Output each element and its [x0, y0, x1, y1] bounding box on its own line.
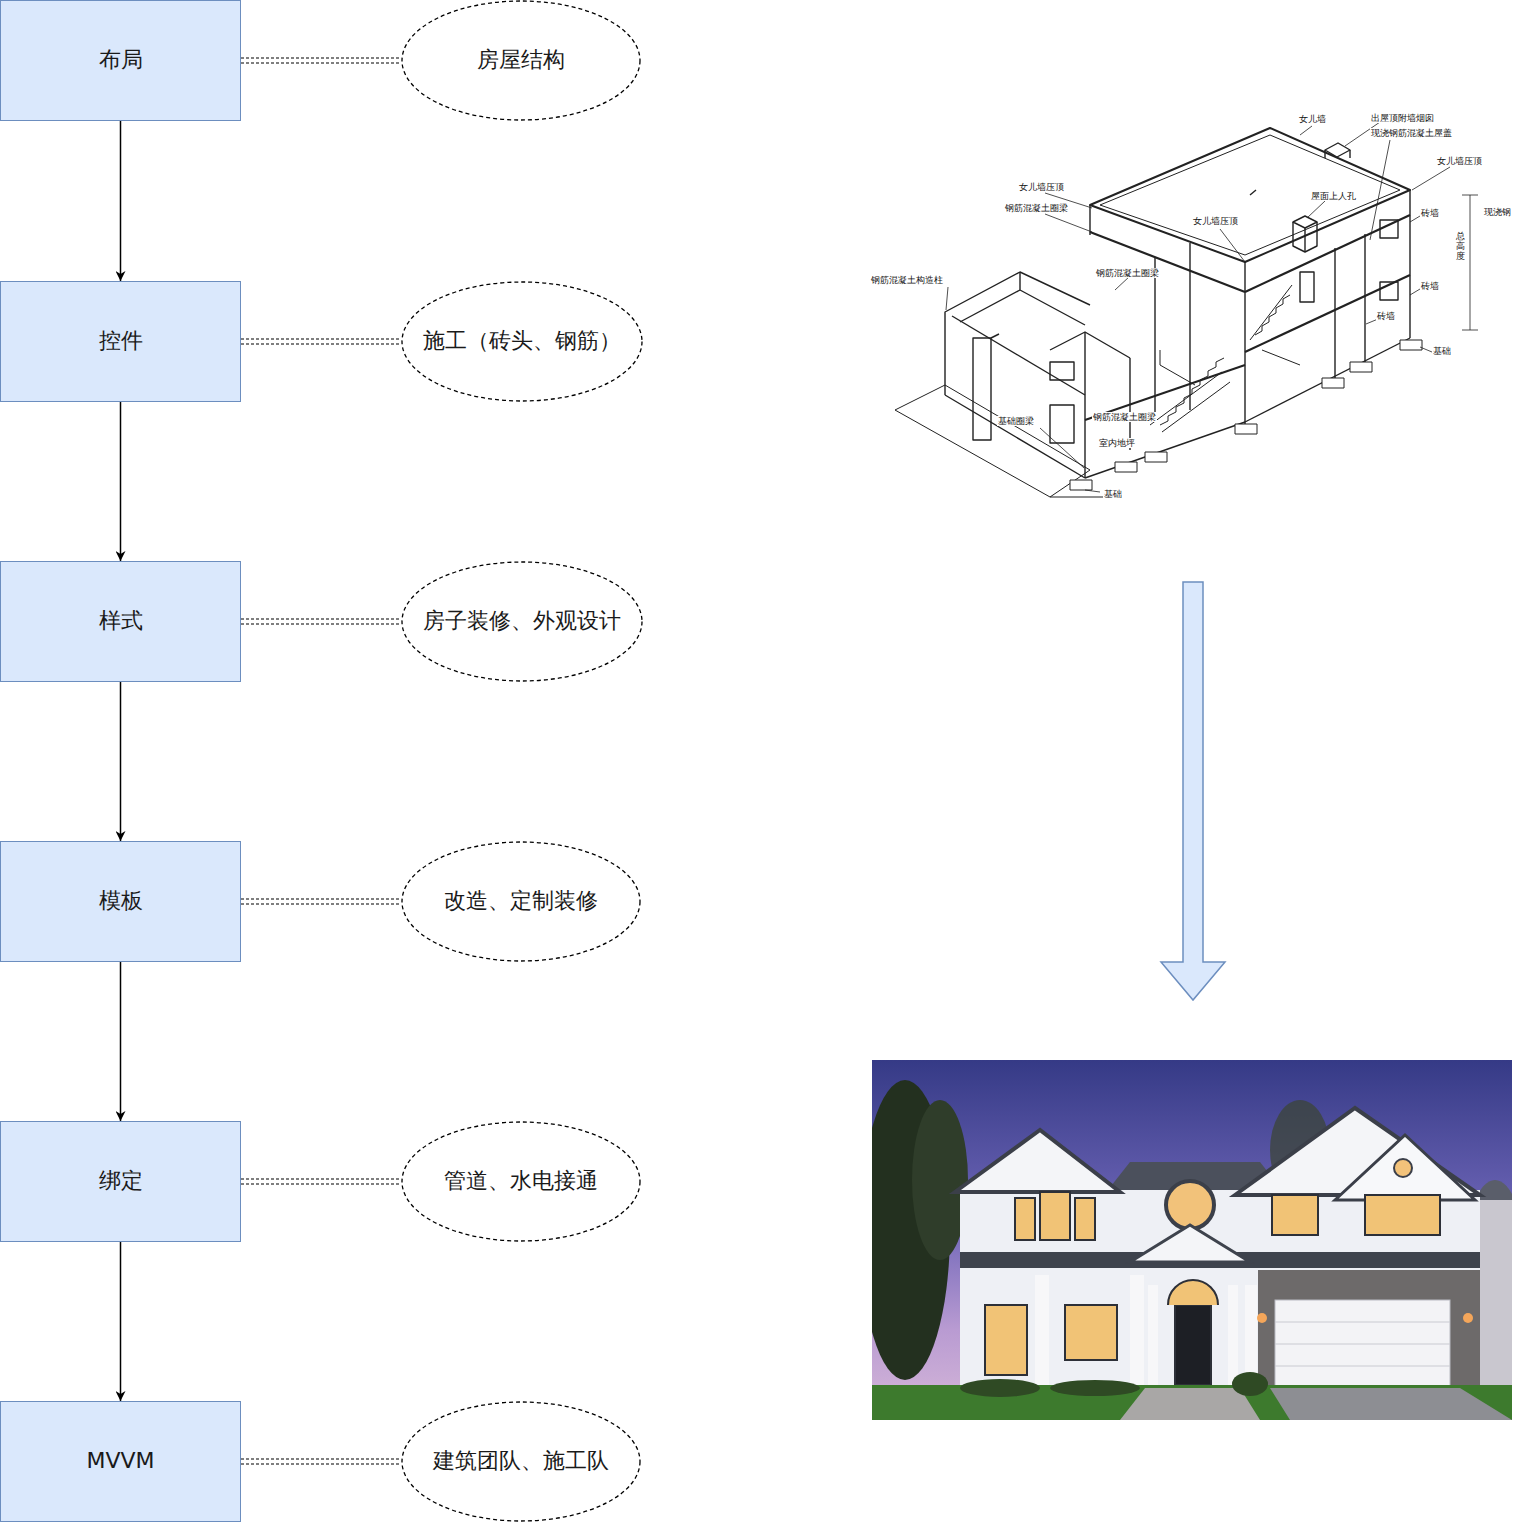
- part-label: 女儿墙压顶: [1192, 216, 1239, 226]
- part-label: 钢筋混凝土圈梁: [1004, 203, 1069, 213]
- part-label: 屋面上人孔: [1310, 191, 1357, 201]
- description-ellipse: 建筑团队、施工队: [401, 1401, 641, 1522]
- dashed-link: [241, 1459, 401, 1464]
- node-text: 建筑团队、施工队: [433, 1448, 609, 1474]
- process-box: 绑定: [0, 1121, 241, 1242]
- node-text: 管道、水电接通: [444, 1168, 598, 1194]
- node-text: 模板: [99, 888, 143, 914]
- node-text: 绑定: [99, 1168, 143, 1194]
- process-box: 模板: [0, 841, 241, 962]
- description-ellipse: 管道、水电接通: [401, 1121, 641, 1242]
- flow-arrow: [120, 682, 121, 841]
- part-label: 现浇钢: [1483, 207, 1512, 217]
- description-ellipse: 房屋结构: [401, 0, 641, 121]
- flow-arrow: [120, 121, 121, 281]
- part-label: 室内地坪: [1098, 438, 1136, 448]
- part-label: 钢筋混凝土圈梁: [1095, 268, 1160, 278]
- process-box: 控件: [0, 281, 241, 402]
- dashed-link: [241, 619, 401, 624]
- part-label: 现浇钢筋混凝土屋盖: [1370, 128, 1453, 138]
- process-box: 布局: [0, 0, 241, 121]
- flow-arrow: [120, 962, 121, 1121]
- description-ellipse: 施工（砖头、钢筋）: [401, 281, 643, 402]
- flow-arrow: [120, 402, 121, 561]
- node-text: MVVM: [86, 1448, 154, 1474]
- house-photo: [872, 1060, 1512, 1420]
- part-label: 砖墙: [1420, 281, 1440, 291]
- description-ellipse: 房子装修、外观设计: [401, 561, 643, 682]
- process-box: 样式: [0, 561, 241, 682]
- flow-arrow: [120, 1242, 121, 1401]
- part-label: 基础: [1432, 346, 1452, 356]
- process-box: MVVM: [0, 1401, 241, 1522]
- part-label: 女儿墙: [1298, 114, 1327, 124]
- house-structure-drawing: [895, 122, 1478, 497]
- node-text: 施工（砖头、钢筋）: [423, 328, 621, 354]
- part-label: 基础圈梁: [997, 416, 1035, 426]
- transform-arrow: [1161, 582, 1225, 1000]
- part-label: 钢筋混凝土圈梁: [1092, 412, 1157, 422]
- part-label: 女儿墙压顶: [1018, 182, 1065, 192]
- node-text: 改造、定制装修: [444, 888, 598, 914]
- part-label: 女儿墙压顶: [1436, 156, 1483, 166]
- node-text: 样式: [99, 608, 143, 634]
- node-text: 房子装修、外观设计: [423, 608, 621, 634]
- part-label: 基础: [1103, 489, 1123, 499]
- part-label: 出屋顶附墙烟囱: [1370, 113, 1435, 123]
- part-label: 砖墙: [1420, 208, 1440, 218]
- dashed-link: [241, 58, 401, 63]
- node-text: 布局: [99, 47, 143, 73]
- part-label: 钢筋混凝土构造柱: [870, 275, 944, 285]
- dashed-link: [241, 1179, 401, 1184]
- dimension-label: 总高度: [1456, 232, 1465, 262]
- description-ellipse: 改造、定制装修: [401, 841, 641, 962]
- node-text: 控件: [99, 328, 143, 354]
- part-label: 砖墙: [1376, 311, 1396, 321]
- dashed-link: [241, 339, 401, 344]
- dashed-link: [241, 899, 401, 904]
- node-text: 房屋结构: [477, 47, 565, 73]
